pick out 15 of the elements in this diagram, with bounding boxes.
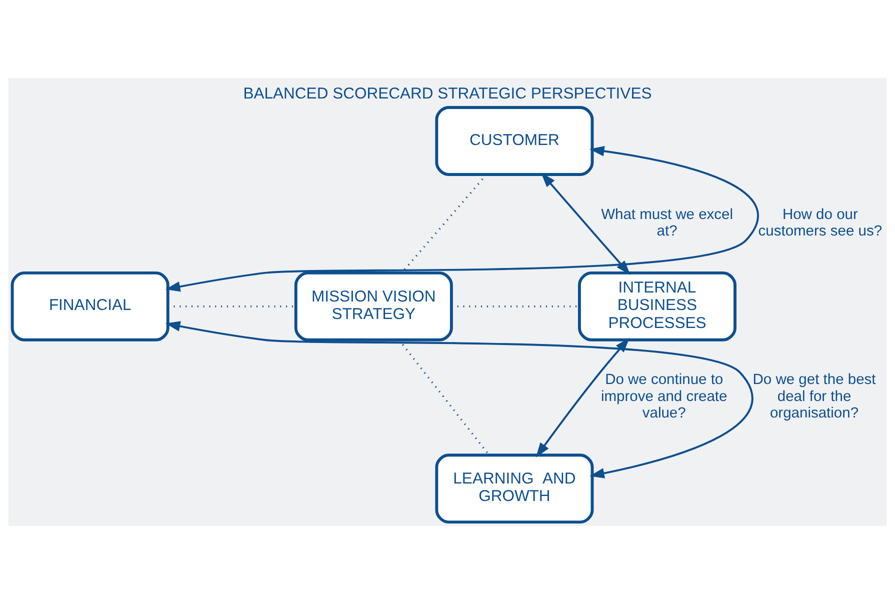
- node-box: FINANCIAL: [10, 271, 170, 342]
- edge-label: How do our customers see us?: [758, 206, 882, 240]
- arrow: [165, 146, 758, 292]
- node-box: LEARNING AND GROWTH: [435, 454, 594, 524]
- arrow: [536, 338, 630, 458]
- node-box: INTERNAL BUSINESS PROCESSES: [578, 271, 736, 342]
- arrow: [541, 172, 630, 275]
- edge-label: What must we excel at?: [601, 206, 734, 240]
- connector: [398, 339, 490, 456]
- diagram-title: BALANCED SCORECARD STRATEGIC PERSPECTIVES: [243, 85, 652, 102]
- arrow: [165, 321, 753, 478]
- node-box: CUSTOMER: [435, 106, 594, 176]
- node-box: MISSION VISION STRATEGY: [294, 271, 453, 342]
- edge-label: Do we get the best deal for the organisation?: [752, 372, 876, 422]
- edge-label: Do we continue to improve and create value?: [600, 372, 728, 422]
